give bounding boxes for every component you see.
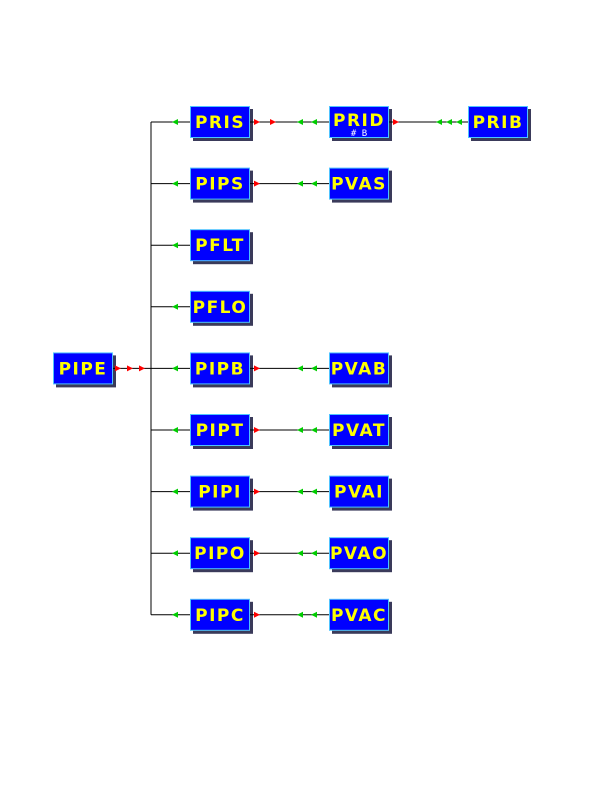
node-pvab[interactable]: PVAB [329, 352, 392, 388]
node-pipo[interactable]: PIPO [190, 537, 253, 573]
node-pipt[interactable]: PIPT [190, 414, 253, 449]
arrow-out [115, 365, 121, 372]
arrow-in [311, 180, 317, 187]
node-box [191, 168, 249, 199]
node-pflo[interactable]: PFLO [190, 290, 253, 326]
arrow-in [297, 427, 303, 433]
node-label: PIPT [196, 421, 245, 441]
arrow-out [254, 488, 260, 495]
arrow-in [172, 242, 178, 249]
node-box [54, 353, 112, 384]
arrow-in [456, 119, 462, 125]
arrow-in [297, 119, 303, 125]
arrow-in [436, 119, 442, 125]
node-prid[interactable]: PRID# B [329, 106, 392, 141]
node-box [191, 107, 249, 137]
arrow-in [172, 427, 178, 433]
node-pvat[interactable]: PVAT [329, 414, 392, 449]
node-pips[interactable]: PIPS [190, 167, 253, 203]
node-label: PFLO [193, 298, 248, 318]
node-label: PIPO [194, 544, 246, 564]
arrow-out [254, 119, 260, 125]
node-label: PFLT [195, 236, 245, 256]
node-label: PIPI [198, 483, 242, 503]
node-label: PRIS [195, 113, 245, 133]
arrow-out [254, 427, 260, 433]
node-label: PVAC [331, 606, 387, 626]
arrow-in [172, 119, 178, 125]
arrow-out [254, 550, 260, 557]
node-label: PIPB [195, 359, 245, 379]
node-box [330, 107, 388, 137]
arrow-in [297, 488, 303, 495]
arrow-out [254, 180, 260, 187]
arrow-out [270, 119, 276, 125]
node-pvai[interactable]: PVAI [329, 475, 392, 511]
arrow-in [297, 365, 303, 372]
arrow-in [297, 180, 303, 187]
node-box [191, 538, 249, 569]
node-pvas[interactable]: PVAS [329, 167, 392, 203]
node-label: PVAT [332, 421, 386, 441]
arrow-in [172, 550, 178, 557]
node-box [330, 168, 388, 199]
node-box [191, 415, 249, 445]
node-box [191, 599, 249, 630]
node-box [191, 291, 249, 322]
node-label: PVAI [334, 483, 384, 503]
node-box [330, 353, 388, 384]
arrow-in [172, 180, 178, 187]
node-pvao[interactable]: PVAO [329, 537, 392, 573]
arrow-out [254, 611, 260, 618]
node-pipe[interactable]: PIPE [53, 352, 116, 388]
arrow-in [311, 488, 317, 495]
node-sublabel: # B [351, 129, 367, 139]
arrow-in [172, 611, 178, 618]
arrow-out [254, 365, 260, 372]
node-box [469, 107, 527, 137]
arrow-out [393, 119, 399, 125]
node-box [191, 230, 249, 261]
node-pipc[interactable]: PIPC [190, 598, 253, 634]
node-box [330, 599, 388, 630]
arrow-in [446, 119, 452, 125]
node-box [330, 538, 388, 569]
arrow-out [127, 365, 133, 372]
node-label: PRID [333, 111, 385, 131]
arrow-in [311, 365, 317, 372]
node-label: PVAO [330, 544, 388, 564]
node-box [191, 353, 249, 384]
arrow-in [311, 550, 317, 557]
arrow-in [172, 488, 178, 495]
node-box [330, 476, 388, 507]
node-pvac[interactable]: PVAC [329, 598, 392, 634]
node-label: PVAS [331, 175, 387, 195]
node-label: PIPE [59, 359, 108, 379]
arrow-in [172, 303, 178, 310]
arrow-in [311, 119, 317, 125]
arrow-in [311, 427, 317, 433]
arrow-out [139, 365, 145, 372]
node-pris[interactable]: PRIS [190, 106, 253, 141]
node-pipi[interactable]: PIPI [190, 475, 253, 511]
node-label: PRIB [473, 113, 524, 133]
arrow-in [297, 611, 303, 618]
node-label: PVAB [331, 359, 388, 379]
node-pflt[interactable]: PFLT [190, 229, 253, 265]
node-box [191, 476, 249, 507]
node-prib[interactable]: PRIB [468, 106, 531, 141]
node-label: PIPS [195, 175, 245, 195]
arrow-in [172, 365, 178, 372]
arrow-in [311, 611, 317, 618]
arrow-in [297, 550, 303, 557]
node-label: PIPC [195, 606, 245, 626]
node-pipb[interactable]: PIPB [190, 352, 253, 388]
node-box [330, 415, 388, 445]
